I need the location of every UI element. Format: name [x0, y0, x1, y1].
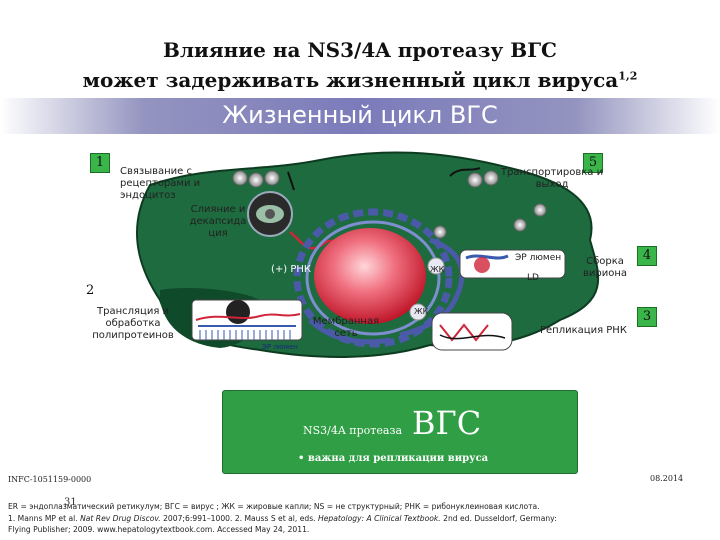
ref1-journal: Nat Rev Drug Discov.	[80, 514, 161, 523]
step-badge-2: 2	[86, 283, 94, 298]
label-virion-assembly: Сборка вириона	[580, 256, 630, 280]
label-lipid-droplet-1: ЖК	[430, 264, 444, 276]
label-lipid-droplet-ld: LD	[527, 272, 539, 284]
label-er-lumen-left: ЭР люмен	[262, 341, 298, 353]
summary-protease-text: NS3/4A протеаза	[303, 424, 402, 437]
label-binding-endocytosis: Связывание с рецепторами и эндоцитоз	[120, 166, 230, 202]
label-lipid-droplet-2: ЖК	[414, 306, 428, 318]
step-badge-3: 3	[637, 307, 657, 327]
label-fusion-uncoating: Слияние и декапсида ция	[186, 204, 250, 240]
summary-bullet-text: • важна для репликации вируса	[298, 453, 488, 464]
label-er-lumen-right: ЭР люмен	[515, 252, 561, 264]
step-badge-4: 4	[637, 246, 657, 266]
label-rna-replication: Репликация РНК	[540, 325, 627, 337]
ref1-details: 2007;6:991–1000. 2. Mauss S et al, eds.	[161, 514, 318, 523]
summary-hcv-text: ВГС	[412, 404, 481, 442]
label-membranous-web: Мембранная сеть	[311, 316, 381, 340]
step-badge-1: 1	[90, 153, 110, 173]
label-transport-exit: Транспортировка и выход	[500, 167, 604, 191]
ref1-text: 1. Manns MP et al.	[8, 514, 80, 523]
footnote-abbreviations: ER = эндоплазматический ретикулум; ВГС =…	[8, 502, 540, 512]
label-translation: Трансляция и обработка полипротеинов	[85, 306, 181, 342]
document-date: 08.2014	[650, 474, 683, 483]
ref2-title: Hepatology: A Clinical Textbook.	[318, 514, 441, 523]
footnote-references-line3: Flying Publisher; 2009. www.hepatologyte…	[8, 525, 309, 535]
document-code: INFC-1051159-0000	[8, 475, 91, 484]
label-rna-plus: (+) РНК	[271, 264, 311, 276]
ref2-details: 2nd ed. Dusseldorf, Germany:	[441, 514, 557, 523]
footnote-references: 1. Manns MP et al. Nat Rev Drug Discov. …	[8, 514, 557, 524]
